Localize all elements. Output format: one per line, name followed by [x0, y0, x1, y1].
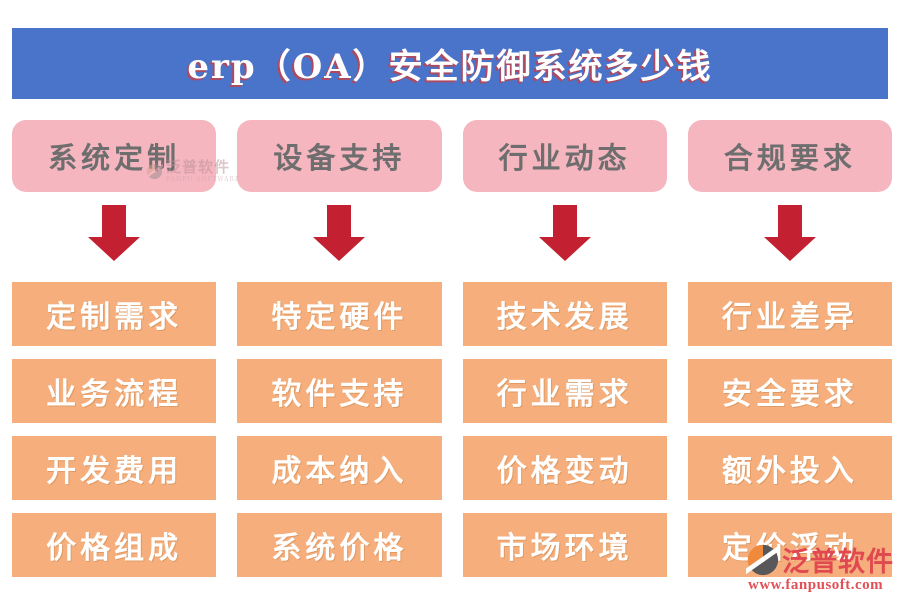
watermark-main: 泛普软件 www.fanpusoft.com	[746, 540, 894, 594]
category-header-system-custom: 系统定制	[12, 120, 217, 192]
arrow-cell	[12, 205, 216, 263]
item-box: 安全要求	[687, 359, 892, 423]
arrow-cell	[237, 205, 441, 263]
item-box: 价格变动	[462, 436, 667, 500]
category-header-compliance: 合规要求	[687, 120, 892, 192]
down-arrow-icon	[763, 205, 816, 261]
item-box: 系统价格	[237, 513, 442, 577]
item-box: 技术发展	[462, 282, 667, 346]
item-box: 业务流程	[12, 359, 217, 423]
item-box: 额外投入	[687, 436, 892, 500]
watermark-brand-text: 泛普软件	[782, 547, 894, 578]
down-arrow-icon	[313, 205, 366, 261]
fanpu-logo-icon	[746, 544, 780, 575]
item-box: 特定硬件	[237, 282, 442, 346]
arrow-cell	[688, 205, 892, 263]
item-box: 行业需求	[462, 359, 667, 423]
category-header-industry-trends: 行业动态	[462, 120, 667, 192]
title-banner: erp（OA）安全防御系统多少钱	[12, 28, 888, 99]
item-box: 成本纳入	[237, 436, 442, 500]
item-grid: 定制需求 特定硬件 技术发展 行业差异 业务流程 软件支持 行业需求 安全要求 …	[12, 282, 892, 577]
down-arrow-icon	[538, 205, 591, 261]
category-header-device-support: 设备支持	[237, 120, 442, 192]
page-title: erp（OA）安全防御系统多少钱	[187, 47, 713, 87]
item-box: 软件支持	[237, 359, 442, 423]
item-box: 定价浮动	[687, 513, 892, 577]
watermark-url: www.fanpusoft.com	[748, 577, 884, 593]
arrow-row	[12, 205, 892, 263]
item-box: 行业差异	[687, 282, 892, 346]
arrow-cell	[463, 205, 667, 263]
item-box: 市场环境	[462, 513, 667, 577]
category-header-row: 系统定制 设备支持 行业动态 合规要求	[12, 120, 892, 192]
item-box: 价格组成	[12, 513, 217, 577]
down-arrow-icon	[88, 205, 141, 261]
watermark-logo-row: 泛普软件	[746, 540, 894, 579]
item-box: 定制需求	[12, 282, 217, 346]
item-box: 开发费用	[12, 436, 217, 500]
